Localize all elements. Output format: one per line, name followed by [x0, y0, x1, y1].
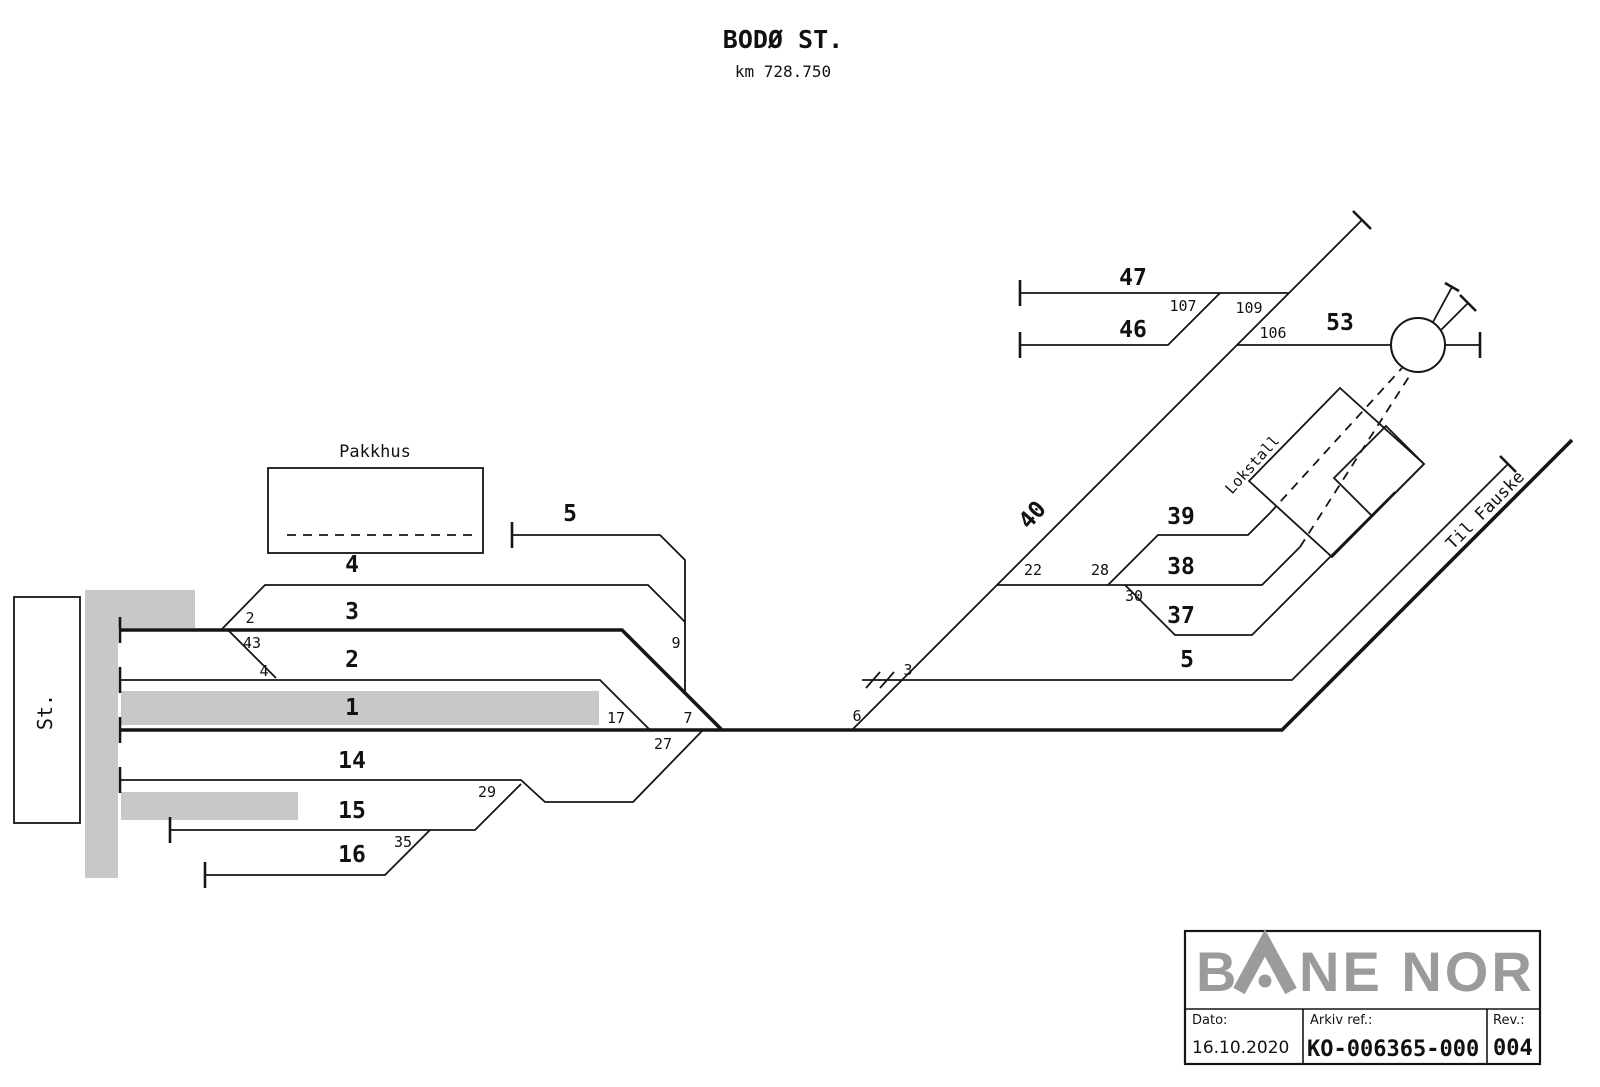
switch43-label: 43: [243, 634, 261, 652]
logo-text-left: B: [1196, 940, 1239, 1003]
rev-value: 004: [1493, 1036, 1533, 1061]
switch27-label: 27: [654, 735, 672, 753]
drawing-km: km 728.750: [735, 62, 831, 81]
track4-line: [221, 584, 686, 630]
switch107-label: 107: [1169, 297, 1196, 315]
track15-line: [170, 783, 522, 831]
date-value: 16.10.2020: [1192, 1038, 1289, 1058]
turntable: [1390, 317, 1446, 373]
track46-line: [1020, 292, 1221, 346]
rev-label: Rev.:: [1493, 1013, 1525, 1028]
track53-label: 53: [1326, 310, 1354, 336]
logo-a-dot-icon: [1258, 974, 1272, 988]
track39-line: [1107, 512, 1271, 586]
turntable-stub1: [1432, 286, 1453, 323]
turntable-stub2-tick: [1459, 294, 1477, 312]
track-lines: [120, 210, 1574, 876]
buildings: [13, 386, 1426, 824]
track2-line: [120, 679, 651, 731]
track5-left-line: [512, 534, 686, 693]
archive-ref-value: KO-006365-000: [1307, 1037, 1479, 1062]
track38-label: 38: [1167, 554, 1195, 580]
track46-label: 46: [1119, 317, 1147, 343]
track40-line: [851, 219, 1363, 731]
track-end-ticks: [118, 280, 1022, 888]
platforms: [85, 590, 599, 878]
track3-line: [120, 628, 724, 732]
track39-label: 39: [1167, 504, 1195, 530]
switch109-label: 109: [1235, 299, 1262, 317]
track15-label: 15: [338, 798, 366, 824]
til-fauske-label: Til Fauske: [1442, 467, 1529, 554]
track37-label: 37: [1167, 603, 1195, 629]
drawing-title: BODØ ST.: [723, 25, 843, 54]
title-block: B NE NOR Dato: 16.10.2020 Arkiv ref.: KO…: [1183, 929, 1542, 1066]
track5-right-label: 5: [1180, 647, 1194, 673]
turntable-stub2: [1440, 302, 1469, 331]
bane-nor-logo: B NE NOR: [1196, 929, 1535, 1003]
platform-track1: [121, 691, 599, 725]
switch28-label: 28: [1091, 561, 1109, 579]
switch35-label: 35: [394, 833, 412, 851]
switch9-label: 9: [671, 634, 680, 652]
switch30-label: 30: [1125, 587, 1143, 605]
switch4-label: 4: [259, 662, 268, 680]
archive-ref-label: Arkiv ref.:: [1310, 1013, 1372, 1028]
crossover-43-4: [227, 629, 277, 679]
platform-spine: [85, 590, 118, 878]
switch106-label: 106: [1259, 324, 1286, 342]
station-label: St.: [33, 694, 57, 730]
track5-right-end-tick: [1499, 455, 1517, 473]
track-number-labels: 5 4 3 2 1 14 15 16 37 38 39 40 46 47 53 …: [338, 265, 1354, 868]
crossing3-label: 3: [903, 661, 912, 679]
track40-end-tick: [1352, 210, 1372, 230]
lokstall-building: [1247, 386, 1426, 559]
switch22-label: 22: [1024, 561, 1042, 579]
track4-label: 4: [345, 552, 359, 578]
pakkhus-building: [267, 467, 484, 554]
switch6-label: 6: [852, 707, 861, 725]
track47-label: 47: [1119, 265, 1147, 291]
track5-right-line: [862, 463, 1509, 681]
logo-a-icon: [1233, 929, 1297, 995]
track5-left-label: 5: [563, 501, 577, 527]
track16-label: 16: [338, 842, 366, 868]
platform-south: [121, 792, 298, 820]
switch29-label: 29: [478, 783, 496, 801]
main-line-track1: [120, 438, 1574, 732]
track16-line: [205, 829, 431, 876]
track38-line: [997, 546, 1301, 586]
track2-label: 2: [345, 647, 359, 673]
lokstall-track-b: [1299, 371, 1413, 548]
track40-label: 40: [1014, 496, 1052, 534]
lokstall-track-a: [1269, 367, 1403, 514]
track37-line: [1124, 491, 1396, 636]
switch2-label: 2: [245, 609, 254, 627]
date-label: Dato:: [1192, 1013, 1227, 1028]
track3-label: 3: [345, 599, 359, 625]
switch7-label: 7: [683, 709, 692, 727]
turntable-stub1-tick: [1444, 281, 1460, 293]
track14-line: [120, 729, 704, 803]
crossing-3-marks: [865, 671, 895, 689]
pakkhus-label: Pakkhus: [339, 442, 411, 462]
switch-number-labels: 2 43 4 9 17 7 27 29 35 6 3 22 28 30 106 …: [243, 297, 1287, 851]
switch17-label: 17: [607, 709, 625, 727]
station-building: [13, 596, 81, 824]
title-block-frame: [1183, 929, 1542, 1066]
track14-label: 14: [338, 748, 366, 774]
logo-text-right: NE NOR: [1299, 940, 1535, 1003]
track1-label: 1: [345, 695, 359, 721]
